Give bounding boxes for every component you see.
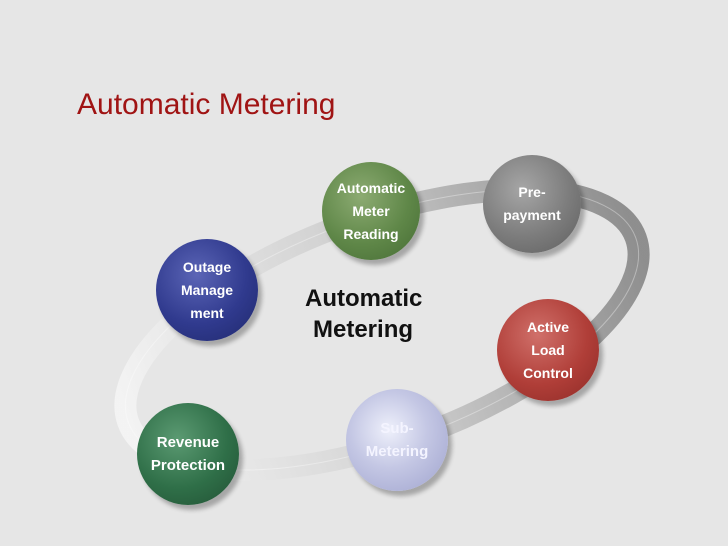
node-revenue-protection: Revenue Protection (137, 403, 239, 505)
node-label-line: Reading (343, 225, 399, 242)
node-automatic-meter-reading: Automatic Meter Reading (322, 162, 420, 260)
node-label-line: Automatic (336, 179, 406, 196)
node-sub-metering: Sub- Metering (346, 389, 448, 491)
center-label-line: Metering (313, 316, 414, 343)
node-label-line: Active (526, 318, 570, 335)
node-label-line: Pre- (518, 184, 546, 200)
node-label-line: payment (503, 207, 561, 223)
node-label-line: Load (531, 341, 565, 358)
node-label-line: Metering (365, 443, 429, 460)
node-pre-payment: Pre- payment (483, 155, 581, 253)
node-outage-management: Outage Manage ment (156, 239, 258, 341)
node-label-line: Revenue (156, 434, 220, 451)
node-label-line: Manage (180, 281, 234, 298)
node-label-line: Protection (150, 457, 226, 474)
node-label-line: Meter (352, 202, 390, 219)
node-active-load-control: Active Load Control (497, 299, 599, 401)
center-label-line: Automatic (305, 285, 423, 312)
center-label: Automatic Metering (305, 283, 422, 345)
node-label-line: ment (190, 304, 224, 321)
node-label-line: Outage (182, 258, 232, 275)
node-label-line: Sub- (380, 420, 414, 437)
slide-title: Automatic Metering (77, 88, 336, 121)
node-label-line: Control (523, 364, 573, 381)
